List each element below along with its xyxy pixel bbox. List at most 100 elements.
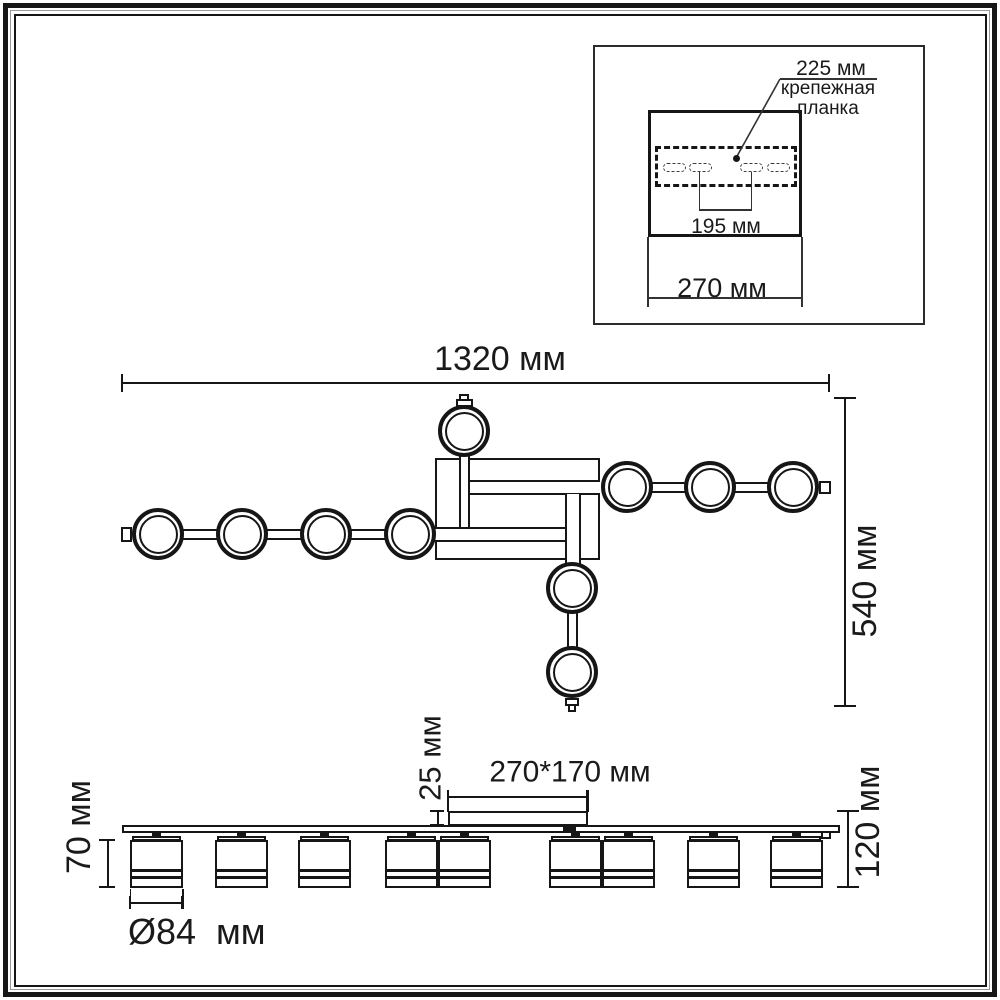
- dim-tick: [430, 823, 444, 826]
- dim-label-1320: 1320 мм: [434, 340, 566, 379]
- dim-label-120: 120 мм: [849, 765, 888, 879]
- lamp-top-view: [132, 508, 184, 560]
- dim-tick: [586, 790, 589, 812]
- dim-tick: [837, 885, 859, 888]
- bar-center-joint: [563, 827, 576, 833]
- spot-body: [602, 840, 655, 888]
- spot-cylinder: [770, 833, 823, 888]
- lamp-top-view: [300, 508, 352, 560]
- lamp-top-view: [601, 461, 653, 513]
- dim-label-270-170: 270*170 мм: [489, 755, 651, 789]
- spot-stem: [709, 833, 718, 837]
- spot-body: [298, 840, 351, 888]
- spot-cylinder: [602, 833, 655, 888]
- body-arm-bar-upper: [470, 479, 600, 495]
- spot-body: [687, 840, 740, 888]
- dim-line-25: [437, 811, 439, 825]
- slot-hole: [740, 163, 763, 172]
- dim-label-540: 540 мм: [846, 524, 885, 638]
- spot-stem: [152, 833, 161, 837]
- lamp-top-view: [546, 562, 598, 614]
- page-border-inner: [13, 13, 987, 987]
- dim-line-120: [847, 811, 850, 888]
- slot-hole: [663, 163, 686, 172]
- lamp-top-view: [767, 461, 819, 513]
- connector-bar: [710, 481, 793, 493]
- body-arm-bar-lower: [434, 526, 565, 542]
- spot-stem: [792, 833, 801, 837]
- lamp-top-view: [546, 646, 598, 698]
- mounting-box-outline: [648, 110, 802, 237]
- spot-cylinder: [687, 833, 740, 888]
- ceiling-bar: [122, 825, 840, 833]
- dim-label-225: 225 мм: [796, 56, 866, 80]
- dim-label-270: 270 мм: [677, 272, 767, 303]
- lamp-top-view: [438, 405, 490, 457]
- slot-hole: [689, 163, 712, 172]
- spot-body: [438, 840, 491, 888]
- spot-body: [130, 840, 183, 888]
- spot-cylinder: [385, 833, 438, 888]
- connector-bar: [242, 528, 326, 540]
- bracket-label-line2: планка: [797, 98, 859, 119]
- end-cap-bottom-stem: [568, 704, 576, 712]
- dim-tick: [181, 896, 184, 909]
- dim-tick: [834, 704, 856, 707]
- ext-line: [647, 237, 649, 307]
- leader-line: [735, 78, 781, 159]
- page-border-middle: [10, 10, 990, 990]
- spot-cylinder: [130, 833, 183, 888]
- mount-box-side: [448, 811, 588, 826]
- lamp-top-view: [684, 461, 736, 513]
- spot-cylinder: [298, 833, 351, 888]
- spot-body: [770, 840, 823, 888]
- dim-tick: [837, 810, 859, 813]
- dim-tick: [128, 896, 131, 909]
- spot-stem: [407, 833, 416, 837]
- body-frame: [435, 458, 600, 560]
- dim-label-195: 195 мм: [691, 214, 761, 238]
- end-cap-right: [819, 481, 831, 494]
- dim-tick: [120, 374, 124, 392]
- lamp-top-view: [216, 508, 268, 560]
- spot-stem: [571, 833, 580, 837]
- slot-hole: [767, 163, 790, 172]
- end-cap-left: [121, 527, 132, 542]
- leader-line-svg: [735, 78, 781, 159]
- ext-line: [750, 172, 753, 210]
- dim-tick: [99, 885, 115, 888]
- page-border-outer: [3, 3, 997, 997]
- inset-panel: [593, 45, 925, 325]
- dim-line-1320: [122, 382, 830, 385]
- spot-cylinder: [438, 833, 491, 888]
- spot-stem: [624, 833, 633, 837]
- label-underline: [780, 78, 877, 80]
- dim-tick: [834, 397, 856, 400]
- dim-tick: [430, 810, 444, 812]
- ext-line: [698, 172, 701, 210]
- leader-dot: [733, 155, 740, 162]
- spot-body: [385, 840, 438, 888]
- bracket-label: крепежная планка: [781, 79, 875, 119]
- lamp-top-view: [384, 508, 436, 560]
- dim-tick: [827, 374, 830, 392]
- dim-label-25: 25 мм: [412, 715, 448, 801]
- dim-line-84: [129, 901, 184, 904]
- dim-line-540: [844, 398, 847, 707]
- body-arm-bar-top: [458, 431, 470, 527]
- dim-tick: [99, 839, 115, 842]
- bracket-label-line1: крепежная: [780, 78, 876, 100]
- dim-line-70: [107, 840, 110, 888]
- spot-stem: [237, 833, 246, 837]
- spot-stem: [320, 833, 329, 837]
- dim-line-270: [647, 297, 803, 299]
- mounting-plate-dashed-outline: [655, 146, 797, 187]
- spot-body: [215, 840, 268, 888]
- dim-label-84: Ø84 мм: [128, 911, 266, 952]
- connector-bar: [326, 528, 410, 540]
- ext-line: [801, 237, 803, 307]
- spot-body: [549, 840, 602, 888]
- dim-line-270-170: [447, 796, 588, 799]
- connector-bar: [627, 481, 710, 493]
